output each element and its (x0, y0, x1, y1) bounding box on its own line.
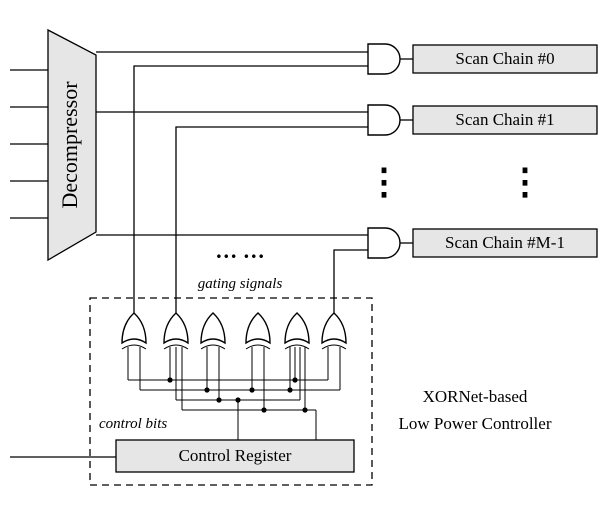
decompressor-inputs (10, 69, 48, 219)
control-bits-label: control bits (99, 416, 167, 432)
and-gate-1 (367, 104, 401, 136)
scan-chain-box-1 (412, 105, 598, 135)
and-gate-0 (367, 43, 401, 75)
scan-chains: Scan Chain #0 Scan Chain #1 Scan Chain #… (412, 44, 598, 258)
controller-boundary (89, 297, 373, 486)
xor-gate-5 (284, 312, 310, 350)
decompressor-outputs (96, 51, 368, 236)
control-buses (128, 379, 340, 411)
control-register: Control Register (10, 439, 355, 473)
decompressor-label: Decompressor (57, 81, 82, 209)
scan-chain-label-1: Scan Chain #1 (455, 110, 554, 129)
scan-chain-label-m-1: Scan Chain #M-1 (445, 233, 565, 252)
gating-signals-label: gating signals (198, 276, 283, 292)
xor-input-wires (127, 347, 341, 410)
horizontal-ellipsis: … … (215, 238, 265, 263)
decompressor-block: Decompressor (47, 28, 97, 262)
xor-gate-6 (321, 312, 347, 350)
scan-chain-label-0: Scan Chain #0 (455, 49, 554, 68)
xor-gate-3 (200, 312, 226, 350)
xor-gate-2 (163, 312, 189, 350)
scan-chain-box-m-1 (412, 228, 598, 258)
controller-title-line1: XORNet-based (423, 387, 528, 406)
vertical-ellipsis-gates: ⋮ (366, 161, 402, 201)
xor-gate-1 (121, 312, 147, 350)
register-output-wires (237, 400, 317, 440)
gating-signal-wires (133, 65, 368, 313)
vertical-ellipsis-chains: ⋮ (507, 161, 543, 201)
xor-gate-4 (245, 312, 271, 350)
and-gate-m-1 (367, 227, 401, 259)
scan-chain-box-0 (412, 44, 598, 74)
controller-title-line2: Low Power Controller (399, 414, 552, 433)
control-register-box (115, 439, 355, 473)
vertical-ellipses: ⋮ ⋮ (366, 161, 543, 201)
and-gates (367, 43, 413, 259)
control-register-label: Control Register (179, 446, 292, 465)
xor-gates (121, 312, 347, 350)
